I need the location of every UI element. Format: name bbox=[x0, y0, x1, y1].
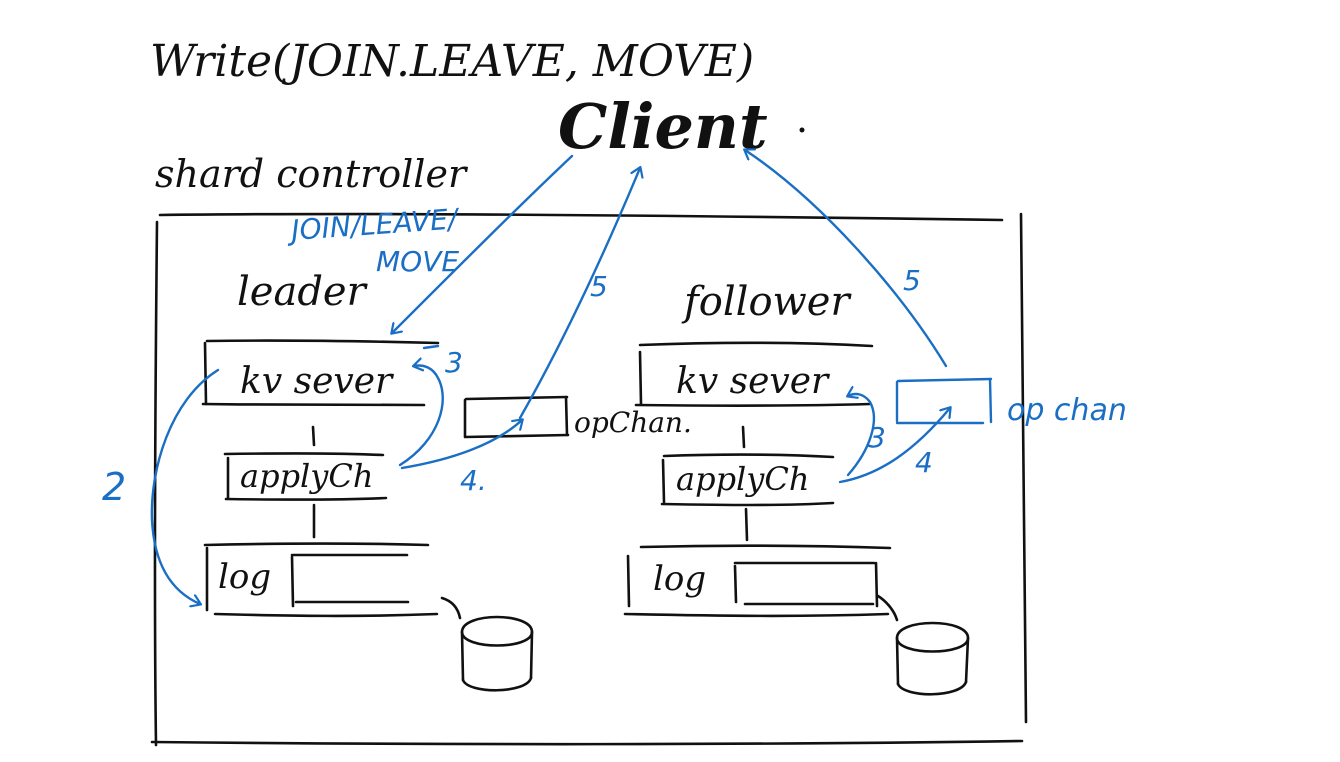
follower-apply-ch-label: applyCh bbox=[676, 460, 809, 498]
step-5-label-follower: 5 bbox=[903, 264, 921, 297]
leader-step-3-tick bbox=[422, 344, 440, 350]
leader-label: leader bbox=[237, 269, 369, 315]
arrow-leader-opchan-to-client bbox=[518, 168, 640, 420]
leader-apply-ch-box bbox=[223, 452, 388, 501]
follower-apply-ch-box bbox=[660, 453, 835, 507]
shard-controller-box-bottom bbox=[150, 739, 1024, 746]
step-3-label-follower: 3 bbox=[868, 421, 886, 454]
arrow-follower-apply-to-kv bbox=[848, 394, 876, 477]
shard-controller-box-right bbox=[1019, 212, 1028, 724]
follower-disk-icon bbox=[876, 594, 970, 696]
arrow-follower-opchan-to-client bbox=[745, 150, 948, 368]
arrow-log-to-kv-server bbox=[150, 368, 220, 604]
leader-disk-icon bbox=[440, 596, 534, 692]
shard-controller-label: shard controller bbox=[155, 152, 469, 196]
step-4-label-leader: 4. bbox=[460, 464, 487, 497]
step-2-label: 2 bbox=[102, 465, 126, 509]
shard-controller-box-top bbox=[158, 212, 1004, 222]
leader-log-entries-box bbox=[290, 553, 410, 608]
join-leave-label: JOIN/LEAVE/ bbox=[285, 202, 461, 247]
follower-connector-kv-apply bbox=[741, 425, 746, 449]
follower-log-entries-box bbox=[733, 561, 879, 608]
client-label: Client bbox=[558, 90, 768, 163]
leader-connector-kv-apply bbox=[311, 425, 316, 447]
leader-log-box bbox=[203, 542, 439, 618]
follower-kv-server-box bbox=[634, 341, 874, 407]
client-dot bbox=[799, 127, 805, 133]
move-label: MOVE bbox=[376, 245, 459, 278]
step-5-label-leader: 5 bbox=[590, 270, 608, 303]
leader-op-chan-box bbox=[463, 395, 570, 439]
follower-op-chan-label: op chan bbox=[1007, 393, 1127, 428]
follower-log-label: log bbox=[653, 559, 706, 599]
arrow-follower-apply-to-opchan bbox=[838, 408, 950, 484]
leader-op-chan-label: opChan. bbox=[574, 406, 692, 439]
step-4-label-follower: 4 bbox=[915, 446, 933, 479]
shard-controller-box-left bbox=[153, 220, 159, 747]
leader-log-label: log bbox=[218, 557, 271, 597]
follower-kv-server-label: kv sever bbox=[676, 361, 830, 402]
arrow-client-to-leader bbox=[392, 154, 574, 333]
follower-connector-apply-log bbox=[744, 507, 749, 542]
arrow-leader-apply-to-opchan bbox=[400, 420, 522, 470]
follower-label: follower bbox=[681, 279, 852, 325]
step-3-label-leader: 3 bbox=[445, 346, 463, 379]
follower-op-chan-box bbox=[895, 377, 993, 425]
leader-apply-ch-label: applyCh bbox=[240, 457, 373, 495]
diagram-title: Write(JOIN.LEAVE, MOVE) bbox=[150, 36, 754, 87]
follower-log-box bbox=[623, 544, 892, 618]
leader-kv-server-box bbox=[201, 339, 440, 407]
arrow-leader-apply-to-kv bbox=[398, 366, 444, 467]
leader-kv-server-label: kv sever bbox=[240, 361, 394, 402]
